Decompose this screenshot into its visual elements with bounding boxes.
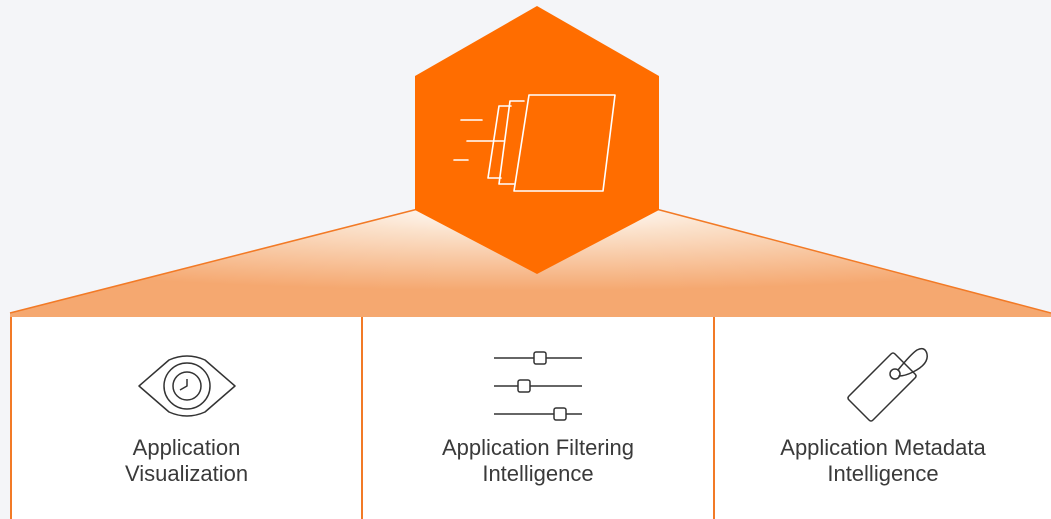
panel-label-line-1: Application Filtering	[442, 435, 634, 460]
fan-right-edge	[655, 208, 1051, 314]
panel-application-filtering-intelligence: Application Filtering Intelligence	[361, 317, 713, 519]
stacked-pages-motion-icon	[453, 94, 616, 192]
panel-label-line-2: Intelligence	[827, 461, 939, 486]
panel-label: Application Metadata Intelligence	[780, 435, 985, 487]
eye-icon	[127, 340, 247, 432]
panel-label-line-2: Intelligence	[482, 461, 594, 486]
panel-label: Application Visualization	[125, 435, 248, 487]
sliders-icon	[478, 340, 598, 432]
capability-panels: Application Visualization	[10, 317, 1051, 519]
panel-label-line-1: Application Metadata	[780, 435, 986, 460]
panel-label-line-2: Visualization	[124, 461, 249, 486]
panel-application-visualization: Application Visualization	[10, 317, 361, 519]
hub-hexagon	[415, 6, 659, 274]
panel-application-metadata-intelligence: Application Metadata Intelligence	[713, 317, 1051, 519]
panel-label: Application Filtering Intelligence	[442, 435, 634, 487]
panel-label-line-1: Application	[132, 435, 241, 460]
tag-icon	[823, 340, 943, 432]
fan-left-edge	[9, 208, 419, 314]
